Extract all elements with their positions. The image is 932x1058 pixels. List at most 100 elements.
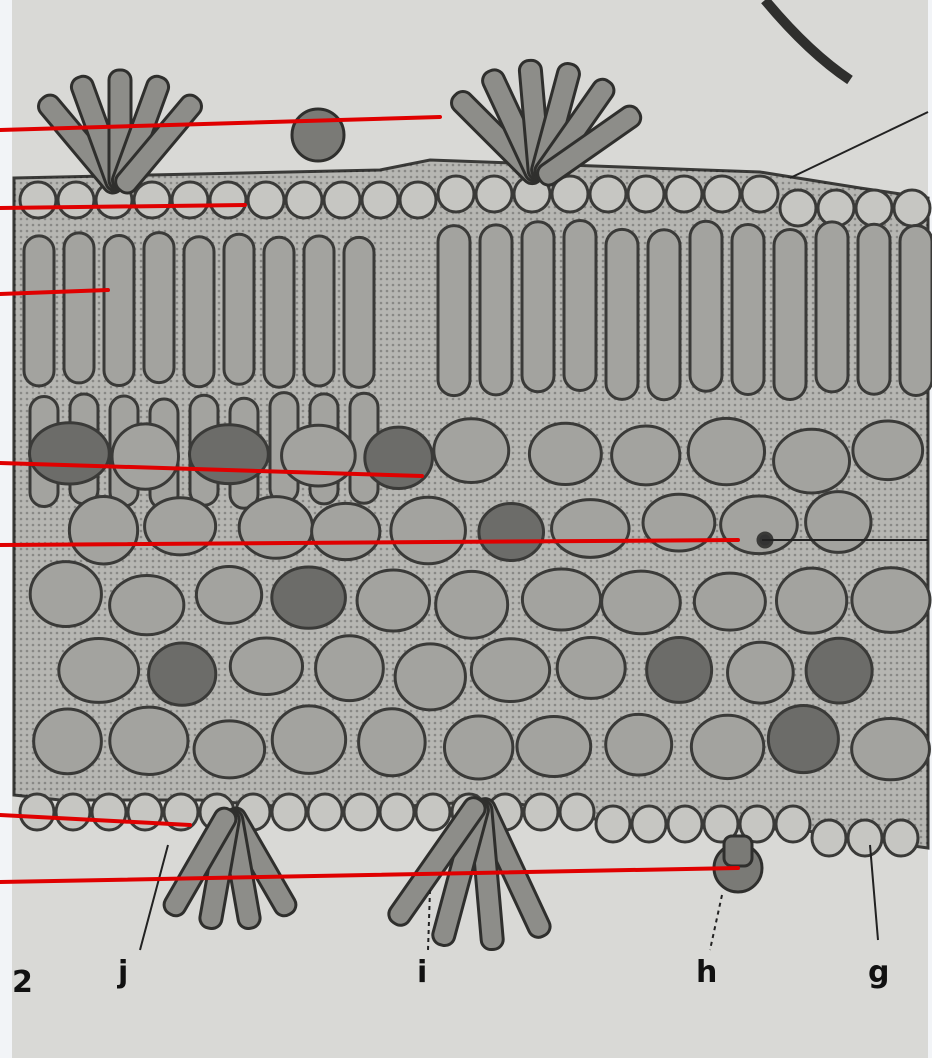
palisade-cell bbox=[344, 237, 374, 387]
mesophyll-cell bbox=[774, 429, 850, 493]
palisade-cell bbox=[438, 226, 470, 396]
epidermis-cell bbox=[438, 176, 474, 212]
epidermis-cell bbox=[884, 820, 918, 856]
epidermis-cell bbox=[20, 182, 56, 218]
mesophyll-cell bbox=[391, 497, 466, 563]
mesophyll-cell bbox=[145, 498, 216, 555]
palisade-cell bbox=[104, 236, 134, 386]
glandular-head bbox=[292, 109, 344, 161]
mesophyll-cell bbox=[444, 716, 512, 779]
mesophyll-cell bbox=[647, 638, 712, 703]
mesophyll-cell bbox=[606, 714, 672, 775]
epidermis-cell bbox=[742, 176, 778, 212]
mesophyll-cell bbox=[806, 638, 872, 703]
epidermis-cell bbox=[628, 176, 664, 212]
epidermis-cell bbox=[362, 182, 398, 218]
epidermis-cell bbox=[776, 806, 810, 842]
mesophyll-cell bbox=[688, 418, 764, 484]
epidermis-cell bbox=[894, 190, 930, 226]
mesophyll-cell bbox=[272, 706, 345, 774]
palisade-cell bbox=[264, 237, 294, 387]
mesophyll-cell bbox=[471, 639, 549, 702]
mesophyll-cell bbox=[357, 570, 429, 631]
epidermis-cell bbox=[56, 794, 90, 830]
epidermis-cell bbox=[668, 806, 702, 842]
mesophyll-cell bbox=[612, 426, 680, 485]
palisade-cell bbox=[64, 233, 94, 383]
mesophyll-cell bbox=[312, 503, 380, 559]
label-i: i bbox=[417, 955, 427, 990]
palisade-cell bbox=[564, 221, 596, 391]
mesophyll-cell bbox=[852, 718, 930, 779]
epidermis-cell bbox=[308, 794, 342, 830]
epidermis-cell bbox=[596, 806, 630, 842]
mesophyll-cell bbox=[479, 503, 544, 560]
palisade-cell bbox=[184, 237, 214, 387]
palisade-cell bbox=[648, 230, 680, 400]
palisade-cell bbox=[774, 230, 806, 400]
palisade-cell bbox=[224, 234, 254, 384]
palisade-cell bbox=[858, 224, 890, 394]
epidermis-cell bbox=[400, 182, 436, 218]
label-h: h bbox=[696, 955, 717, 990]
mesophyll-cell bbox=[852, 568, 930, 633]
mesophyll-cell bbox=[316, 636, 384, 701]
epidermis-cell bbox=[248, 182, 284, 218]
label-g: g bbox=[868, 955, 889, 990]
epidermis-cell bbox=[172, 182, 208, 218]
epidermis-cell bbox=[210, 182, 246, 218]
mesophyll-cell bbox=[557, 638, 625, 699]
epidermis-cell bbox=[590, 176, 626, 212]
epidermis-cell bbox=[818, 190, 854, 226]
mesophyll-cell bbox=[112, 424, 178, 489]
epidermis-cell bbox=[324, 182, 360, 218]
mesophyll-cell bbox=[110, 707, 188, 774]
epidermis-cell bbox=[134, 182, 170, 218]
mesophyll-cell bbox=[282, 425, 356, 486]
mesophyll-cell bbox=[272, 567, 346, 628]
mesophyll-cell bbox=[149, 643, 216, 705]
palisade-cell bbox=[522, 222, 554, 392]
palisade-cell bbox=[606, 229, 638, 399]
mesophyll-cell bbox=[196, 567, 261, 624]
epidermis-cell bbox=[812, 820, 846, 856]
palisade-cell bbox=[24, 236, 54, 386]
mesophyll-cell bbox=[517, 717, 591, 777]
epidermis-cell bbox=[476, 176, 512, 212]
palisade-cell bbox=[144, 233, 174, 383]
mesophyll-cell bbox=[395, 644, 465, 710]
mesophyll-cell bbox=[691, 715, 763, 778]
epidermis-cell bbox=[704, 176, 740, 212]
mesophyll-cell bbox=[694, 573, 765, 630]
mesophyll-cell bbox=[602, 571, 681, 634]
palisade-cell bbox=[304, 236, 334, 386]
spongy-mesophyll bbox=[30, 418, 930, 779]
epidermis-cell bbox=[848, 820, 882, 856]
mesophyll-cell bbox=[110, 576, 184, 635]
epidermis-cell bbox=[780, 190, 816, 226]
palisade-cell bbox=[732, 224, 764, 394]
epidermis-cell bbox=[856, 190, 892, 226]
mesophyll-cell bbox=[806, 492, 871, 553]
epidermis-cell bbox=[20, 794, 54, 830]
mesophyll-cell bbox=[728, 642, 794, 703]
palisade-cell bbox=[816, 222, 848, 392]
mesophyll-cell bbox=[853, 421, 923, 480]
mesophyll-cell bbox=[552, 500, 629, 558]
mesophyll-cell bbox=[190, 425, 269, 484]
epidermis-cell bbox=[92, 794, 126, 830]
epidermis-cell bbox=[344, 794, 378, 830]
mesophyll-cell bbox=[529, 423, 601, 484]
mesophyll-cell bbox=[69, 496, 137, 563]
mesophyll-cell bbox=[230, 638, 302, 694]
palisade-cell bbox=[900, 226, 932, 396]
mesophyll-cell bbox=[34, 709, 102, 774]
label-j: j bbox=[117, 955, 128, 990]
mesophyll-cell bbox=[776, 568, 846, 633]
mesophyll-cell bbox=[436, 571, 508, 638]
palisade-cell bbox=[690, 221, 722, 391]
mesophyll-cell bbox=[522, 569, 600, 630]
epidermis-cell bbox=[560, 794, 594, 830]
epidermis-cell bbox=[58, 182, 94, 218]
